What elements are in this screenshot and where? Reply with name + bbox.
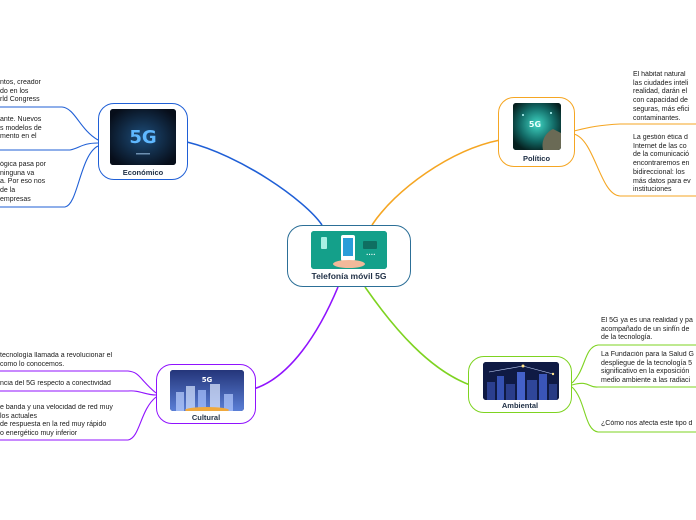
cultural-subtopic-2[interactable]: ncia del 5G respecto a conectividad [0, 380, 111, 387]
5g-city-image: 5G [170, 370, 244, 411]
cultural-subtopic-1[interactable]: tecnología llamada a revolucionar el com… [0, 352, 113, 368]
topic-ambiental-label: Ambiental [501, 401, 539, 410]
central-topic[interactable]: •••• Telefonía móvil 5G [287, 225, 411, 287]
politico-subtopic-2[interactable]: La gestión ética d Internet de las co de… [633, 134, 691, 194]
5g-dark-image: 5G [110, 109, 176, 165]
ambiental-subtopic-1[interactable]: El 5G ya es una realidad y pa acompañado… [601, 317, 693, 342]
link-politico [371, 139, 501, 226]
topic-economico[interactable]: 5G Económico [98, 103, 188, 180]
link-economico [186, 141, 323, 226]
link-cultural [249, 286, 339, 391]
politico-subtopic-1[interactable]: El hábitat natural las ciudades inteli r… [633, 71, 690, 122]
city-network-image [483, 362, 559, 400]
topic-cultural[interactable]: 5G Cultural [156, 364, 256, 424]
central-topic-title: Telefonía móvil 5G [311, 271, 387, 281]
topic-ambiental[interactable]: Ambiental [468, 356, 572, 413]
ambiental-subtopic-2[interactable]: La Fundación para la Salud G despliegue … [601, 351, 695, 385]
economico-subtopic-3[interactable]: ógica pasa por ninguna va a. Por eso nos… [0, 161, 46, 203]
link-ambiental [364, 286, 471, 386]
phone-illustration-image: •••• [311, 231, 387, 269]
economico-subtopic-1[interactable]: ntos, creador do en los rld Congress [0, 79, 41, 104]
ambiental-subtopic-3[interactable]: ¿Cómo nos afecta este tipo d [601, 420, 693, 427]
svg-text:5G: 5G [129, 127, 156, 148]
cultural-subtopic-3[interactable]: e banda y una velocidad de red muy los a… [0, 404, 113, 438]
svg-text:5G: 5G [529, 120, 541, 129]
5g-hand-image: 5G [513, 103, 561, 150]
economico-subtopic-2[interactable]: ante. Nuevos s modelos de mento en el [0, 116, 42, 141]
topic-politico[interactable]: 5G Político [498, 97, 575, 167]
topic-politico-label: Político [522, 154, 551, 163]
svg-text:5G: 5G [202, 376, 213, 384]
topic-economico-label: Económico [122, 168, 164, 177]
topic-cultural-label: Cultural [191, 413, 221, 422]
svg-text:••••: •••• [366, 252, 375, 257]
